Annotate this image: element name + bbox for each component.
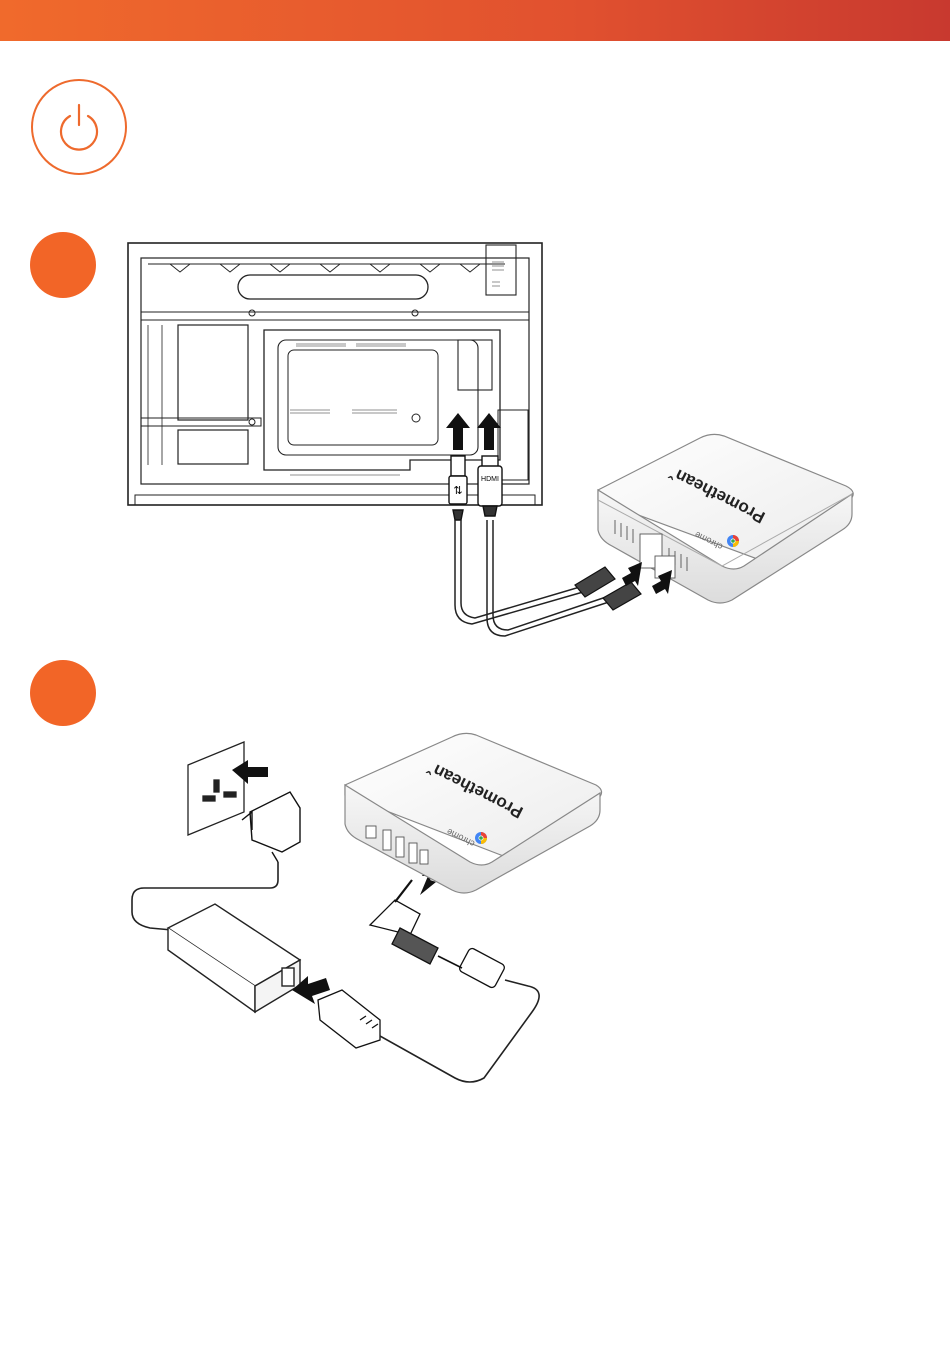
usb-icon: ⇅: [453, 485, 462, 497]
mains-cable: [380, 980, 539, 1082]
power-plug: [242, 792, 300, 862]
power-adapter: [168, 904, 300, 1012]
arrow-up-icon: [446, 413, 501, 450]
wall-socket: [188, 742, 244, 835]
iec-connector: [318, 990, 380, 1048]
hdmi-icon: HDMI: [481, 476, 499, 483]
dc-plug: [370, 880, 506, 989]
hdmi-plug: [478, 456, 502, 516]
chromebox-step2: [345, 733, 602, 893]
